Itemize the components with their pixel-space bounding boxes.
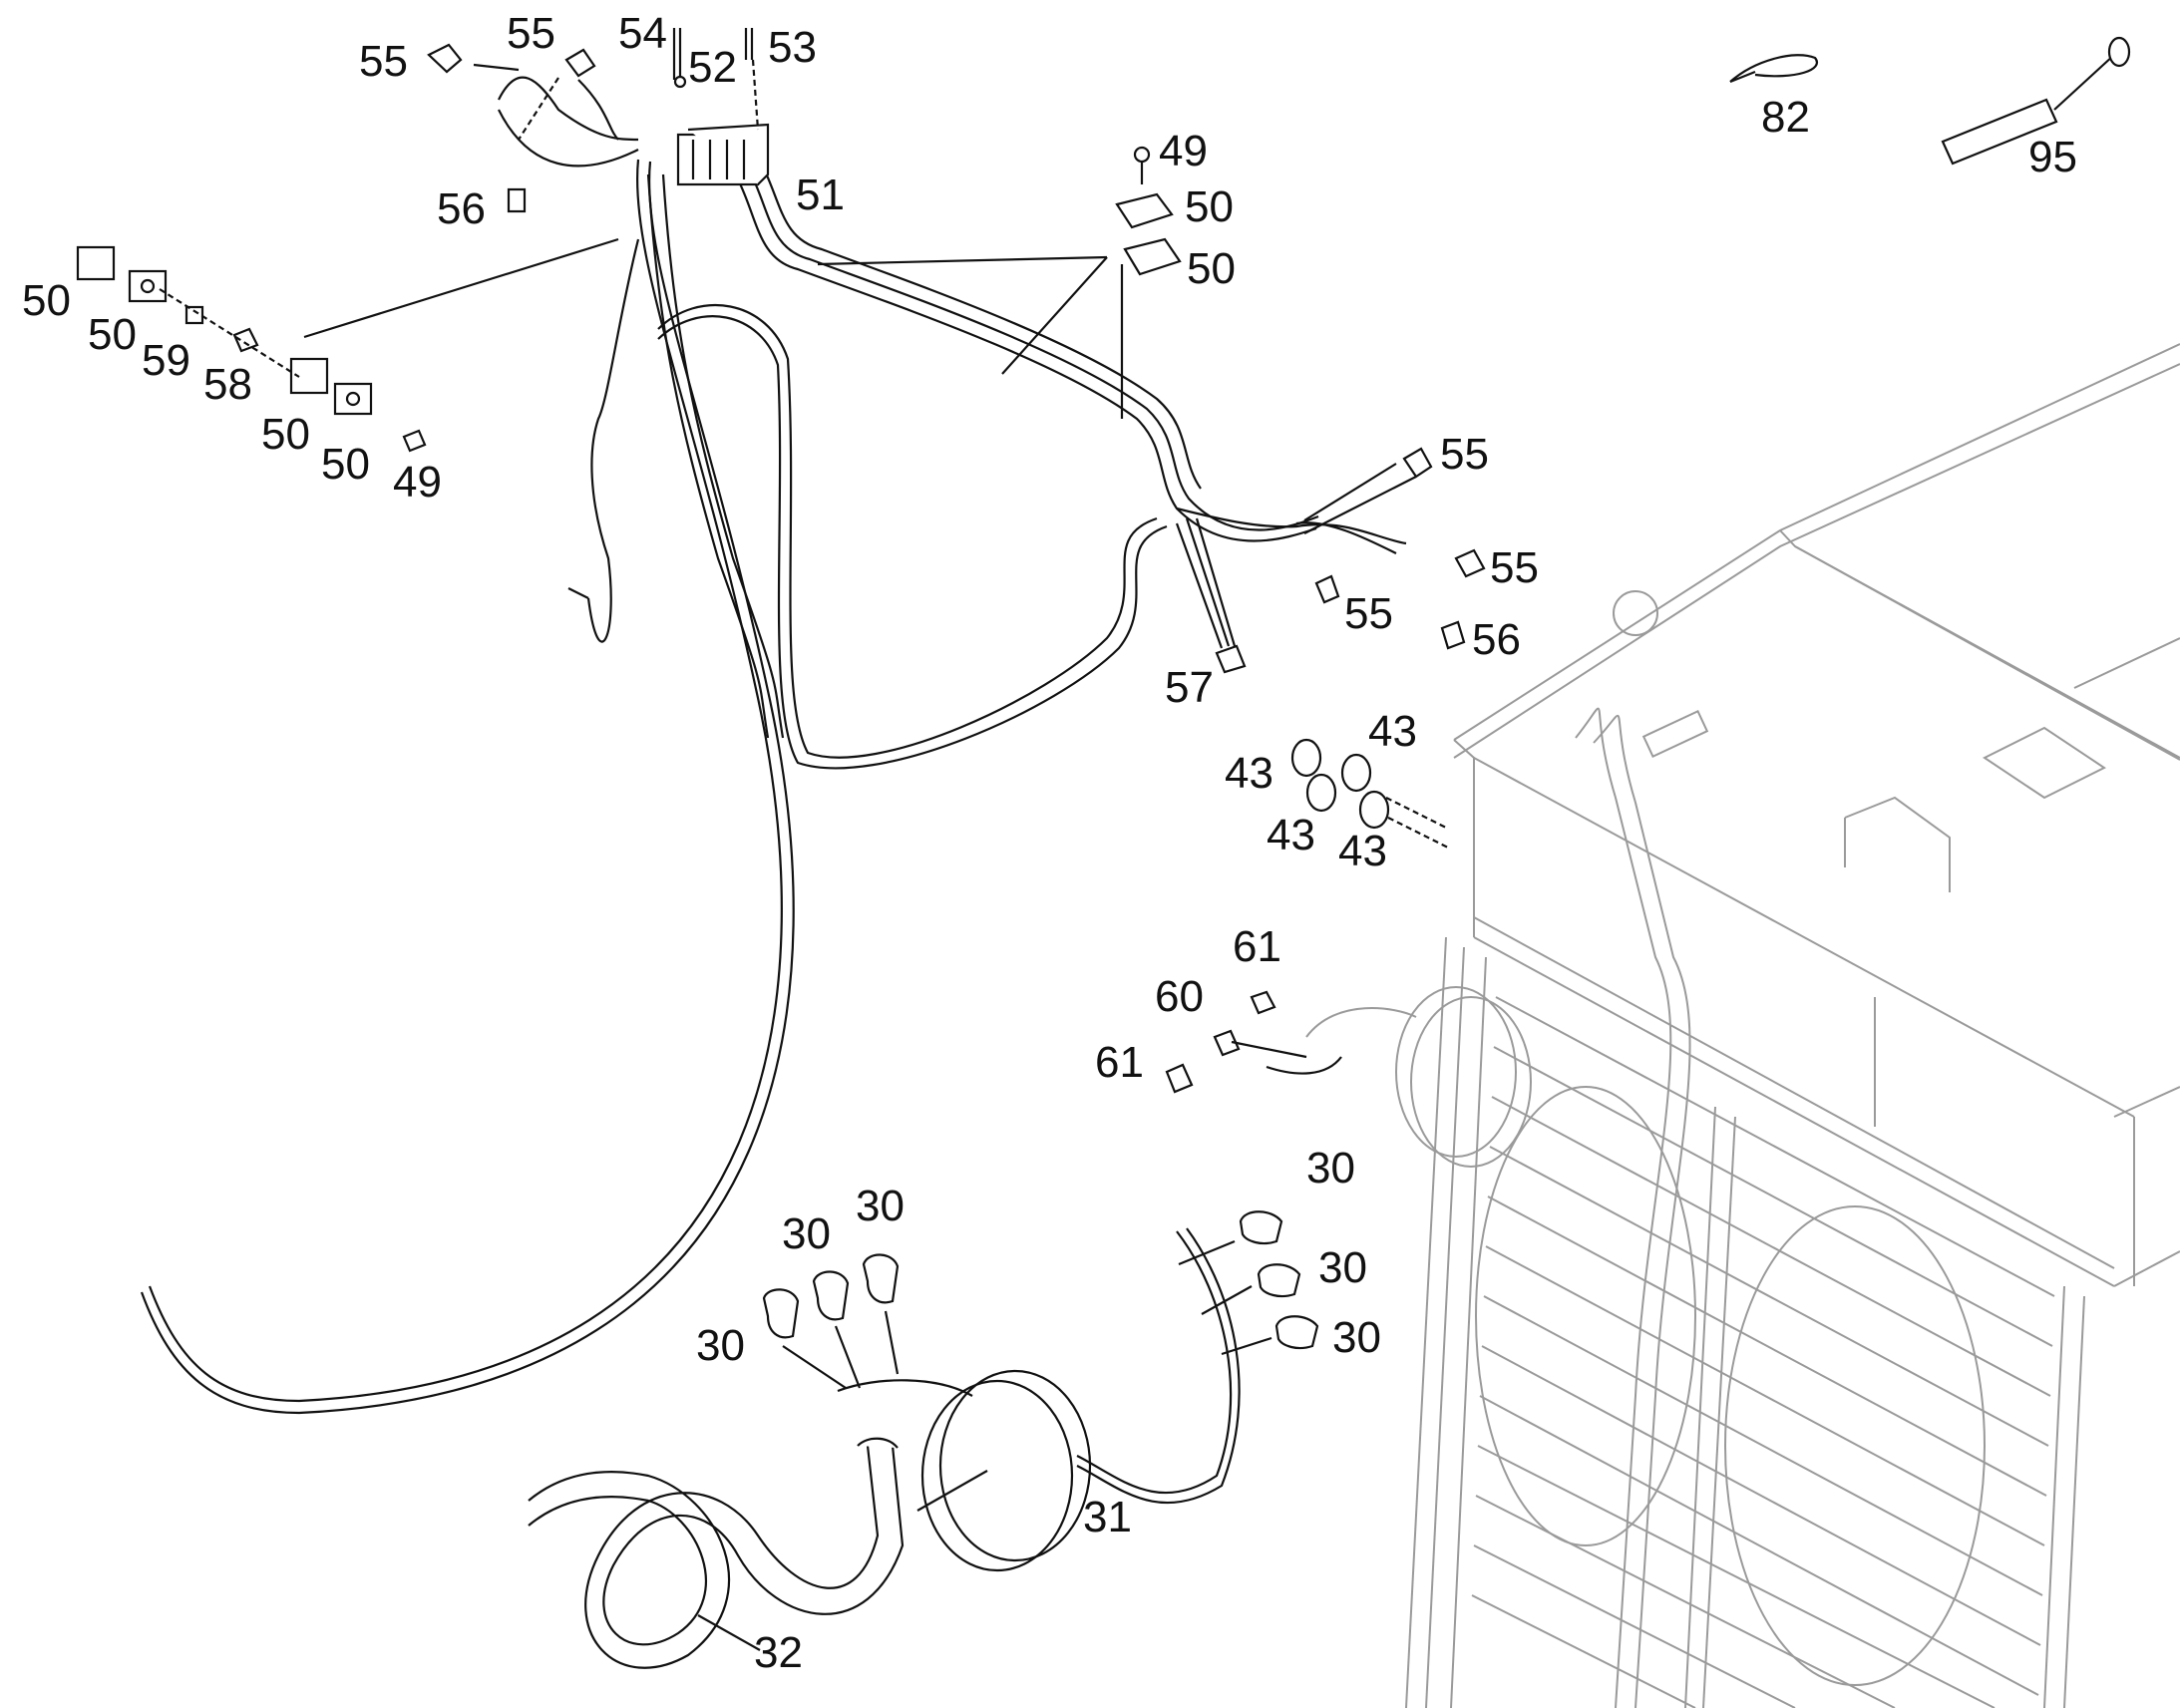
callout-30-c: 30: [696, 1321, 745, 1370]
callout-61-a: 61: [1233, 922, 1281, 971]
manifold-block: [676, 123, 770, 186]
callout-55-a: 55: [359, 37, 408, 86]
callout-56-a: 56: [437, 184, 486, 233]
housing-cable: [1575, 707, 1672, 1708]
callout-49-a: 49: [1159, 127, 1208, 175]
callout-52: 52: [688, 43, 737, 92]
callout-30-f: 30: [1332, 1313, 1381, 1362]
callout-55-b: 55: [507, 9, 555, 58]
tool-95: [1941, 36, 2131, 166]
callout-50-f: 50: [321, 440, 370, 489]
callout-82: 82: [1761, 93, 1810, 142]
top-bracket: [1844, 796, 1951, 892]
callout-50-c: 50: [22, 276, 71, 325]
callout-53: 53: [768, 23, 817, 72]
hose-clips-30: [762, 1210, 1319, 1389]
fan-left: [1475, 1086, 1696, 1546]
fittings-60-61: [1165, 990, 1342, 1094]
callout-43-a: 43: [1368, 707, 1417, 756]
callout-labels: 55 55 54 52 53 56 51 49 50 50 50 50 59 5…: [22, 9, 2077, 1677]
callout-95: 95: [2028, 133, 2077, 181]
plugs-43: [1290, 738, 1449, 849]
callout-51: 51: [796, 171, 845, 219]
callout-55-d: 55: [1490, 543, 1539, 592]
machine-housing: [1305, 343, 2180, 1708]
fan-right: [1724, 1205, 1986, 1686]
callout-30-e: 30: [1318, 1243, 1367, 1292]
callout-50-d: 50: [88, 310, 137, 359]
callout-32: 32: [754, 1628, 803, 1677]
callout-58: 58: [203, 360, 252, 409]
callout-57: 57: [1165, 663, 1214, 712]
callout-30-a: 30: [782, 1209, 831, 1258]
callout-43-c: 43: [1267, 811, 1315, 859]
callout-55-c: 55: [1440, 430, 1489, 479]
cable-tie-82: [1729, 54, 1818, 84]
callout-60: 60: [1155, 972, 1204, 1021]
callout-31: 31: [1083, 1493, 1132, 1541]
callout-43-d: 43: [1338, 827, 1387, 875]
callout-30-b: 30: [856, 1182, 905, 1230]
hose-harness: [140, 76, 1407, 1415]
clamp-set-right: [817, 146, 1182, 419]
clamp-set-left: [76, 237, 619, 453]
callout-50-b: 50: [1187, 244, 1236, 293]
drain-hose-32: [528, 1437, 905, 1669]
grille-louvres: [1471, 996, 2055, 1708]
screws-52-54: [672, 28, 760, 131]
fittings-right: [1175, 447, 1486, 674]
callout-61-b: 61: [1095, 1038, 1144, 1087]
callout-54: 54: [618, 9, 667, 58]
elbow-fitting-55-top: [427, 43, 596, 213]
callout-50-e: 50: [261, 410, 310, 459]
fitting-56-top: [507, 187, 527, 213]
callout-43-b: 43: [1225, 749, 1273, 798]
top-handle: [1983, 726, 2106, 800]
tube-coil-31: [837, 1227, 1241, 1572]
callout-49-b: 49: [393, 458, 442, 507]
callout-56-b: 56: [1472, 615, 1521, 664]
callout-50-a: 50: [1185, 182, 1234, 231]
callout-59: 59: [142, 336, 190, 385]
callout-55-e: 55: [1344, 589, 1393, 638]
callout-30-d: 30: [1306, 1144, 1355, 1193]
